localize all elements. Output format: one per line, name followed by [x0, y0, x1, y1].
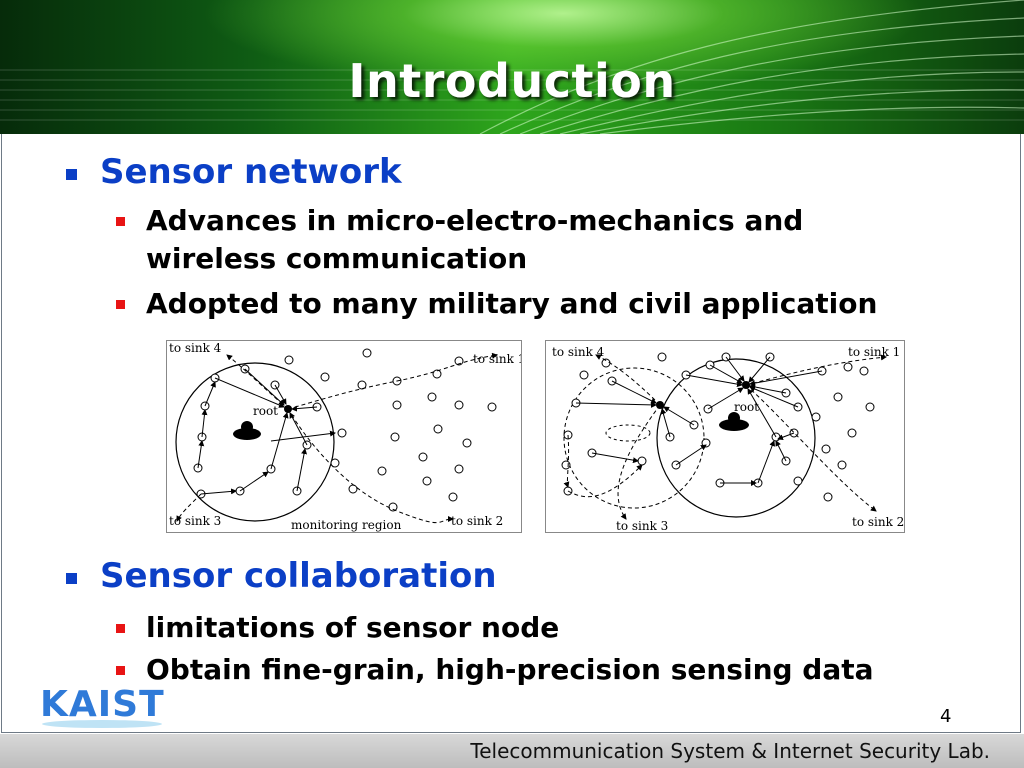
label-monitoring-region: monitoring region	[291, 518, 402, 532]
title-banner	[0, 0, 1024, 134]
root-node-icon	[719, 412, 749, 431]
bullet-text: Adopted to many military and civil appli…	[146, 287, 878, 320]
page-number: 4	[940, 706, 952, 727]
diagram: to sink 4 to sink 1 to sink 3 to sink 2 …	[552, 345, 904, 532]
root-node-icon	[233, 421, 261, 440]
sink-paths	[176, 352, 498, 523]
neighbor-region-circle	[563, 367, 705, 509]
label-to-sink-1: to sink 1	[848, 345, 900, 359]
label-to-sink-2: to sink 2	[852, 515, 904, 529]
label-to-sink-4: to sink 4	[552, 345, 605, 359]
bullet-text: wireless communication	[146, 242, 528, 275]
logo-text: KAIST	[40, 684, 165, 725]
monitoring-region-circle	[175, 362, 335, 522]
bullet-square-icon	[116, 300, 125, 309]
bullet-square-icon	[116, 666, 125, 675]
monitoring-region-circle	[656, 358, 816, 518]
sensor-nodes	[561, 352, 875, 502]
bullet-square-icon	[66, 169, 77, 180]
tree-edges	[197, 368, 336, 495]
bullet-text: limitations of sensor node	[146, 611, 560, 644]
label-to-sink-3: to sink 3	[616, 519, 668, 532]
section-heading-text: Sensor collaboration	[100, 556, 497, 596]
sink-paths	[563, 354, 887, 520]
bullet-text: Obtain fine-grain, high-precision sensin…	[146, 653, 874, 686]
figure-sensor-tree-single: to sink 4 to sink 1 to sink 3 to sink 2 …	[166, 340, 522, 533]
bullet-square-icon	[116, 624, 125, 633]
banner-decoration	[0, 0, 1024, 134]
bullet-square-icon	[66, 573, 77, 584]
logo-swoosh-icon	[42, 720, 162, 728]
label-to-sink-1: to sink 1	[473, 352, 521, 366]
figure-sensor-tree-collaborative: to sink 4 to sink 1 to sink 3 to sink 2 …	[545, 340, 905, 533]
neighbor-root-outline	[605, 424, 651, 442]
label-to-sink-4: to sink 4	[169, 341, 222, 355]
kaist-logo: KAIST	[38, 684, 168, 728]
content-frame	[1, 134, 1021, 733]
label-root: root	[253, 404, 278, 418]
tree-edges	[575, 356, 823, 486]
slide-title: Introduction	[348, 54, 676, 108]
section-heading-text: Sensor network	[100, 152, 402, 192]
bullet-text: Advances in micro-electro-mechanics and	[146, 204, 804, 237]
footer-bar	[0, 734, 1024, 768]
label-root: root	[734, 400, 759, 414]
label-to-sink-2: to sink 2	[451, 514, 503, 528]
footer-lab-name: Telecommunication System & Internet Secu…	[470, 739, 990, 763]
label-to-sink-3: to sink 3	[169, 514, 221, 528]
diagram: to sink 4 to sink 1 to sink 3 to sink 2 …	[169, 341, 521, 532]
bullet-square-icon	[116, 217, 125, 226]
